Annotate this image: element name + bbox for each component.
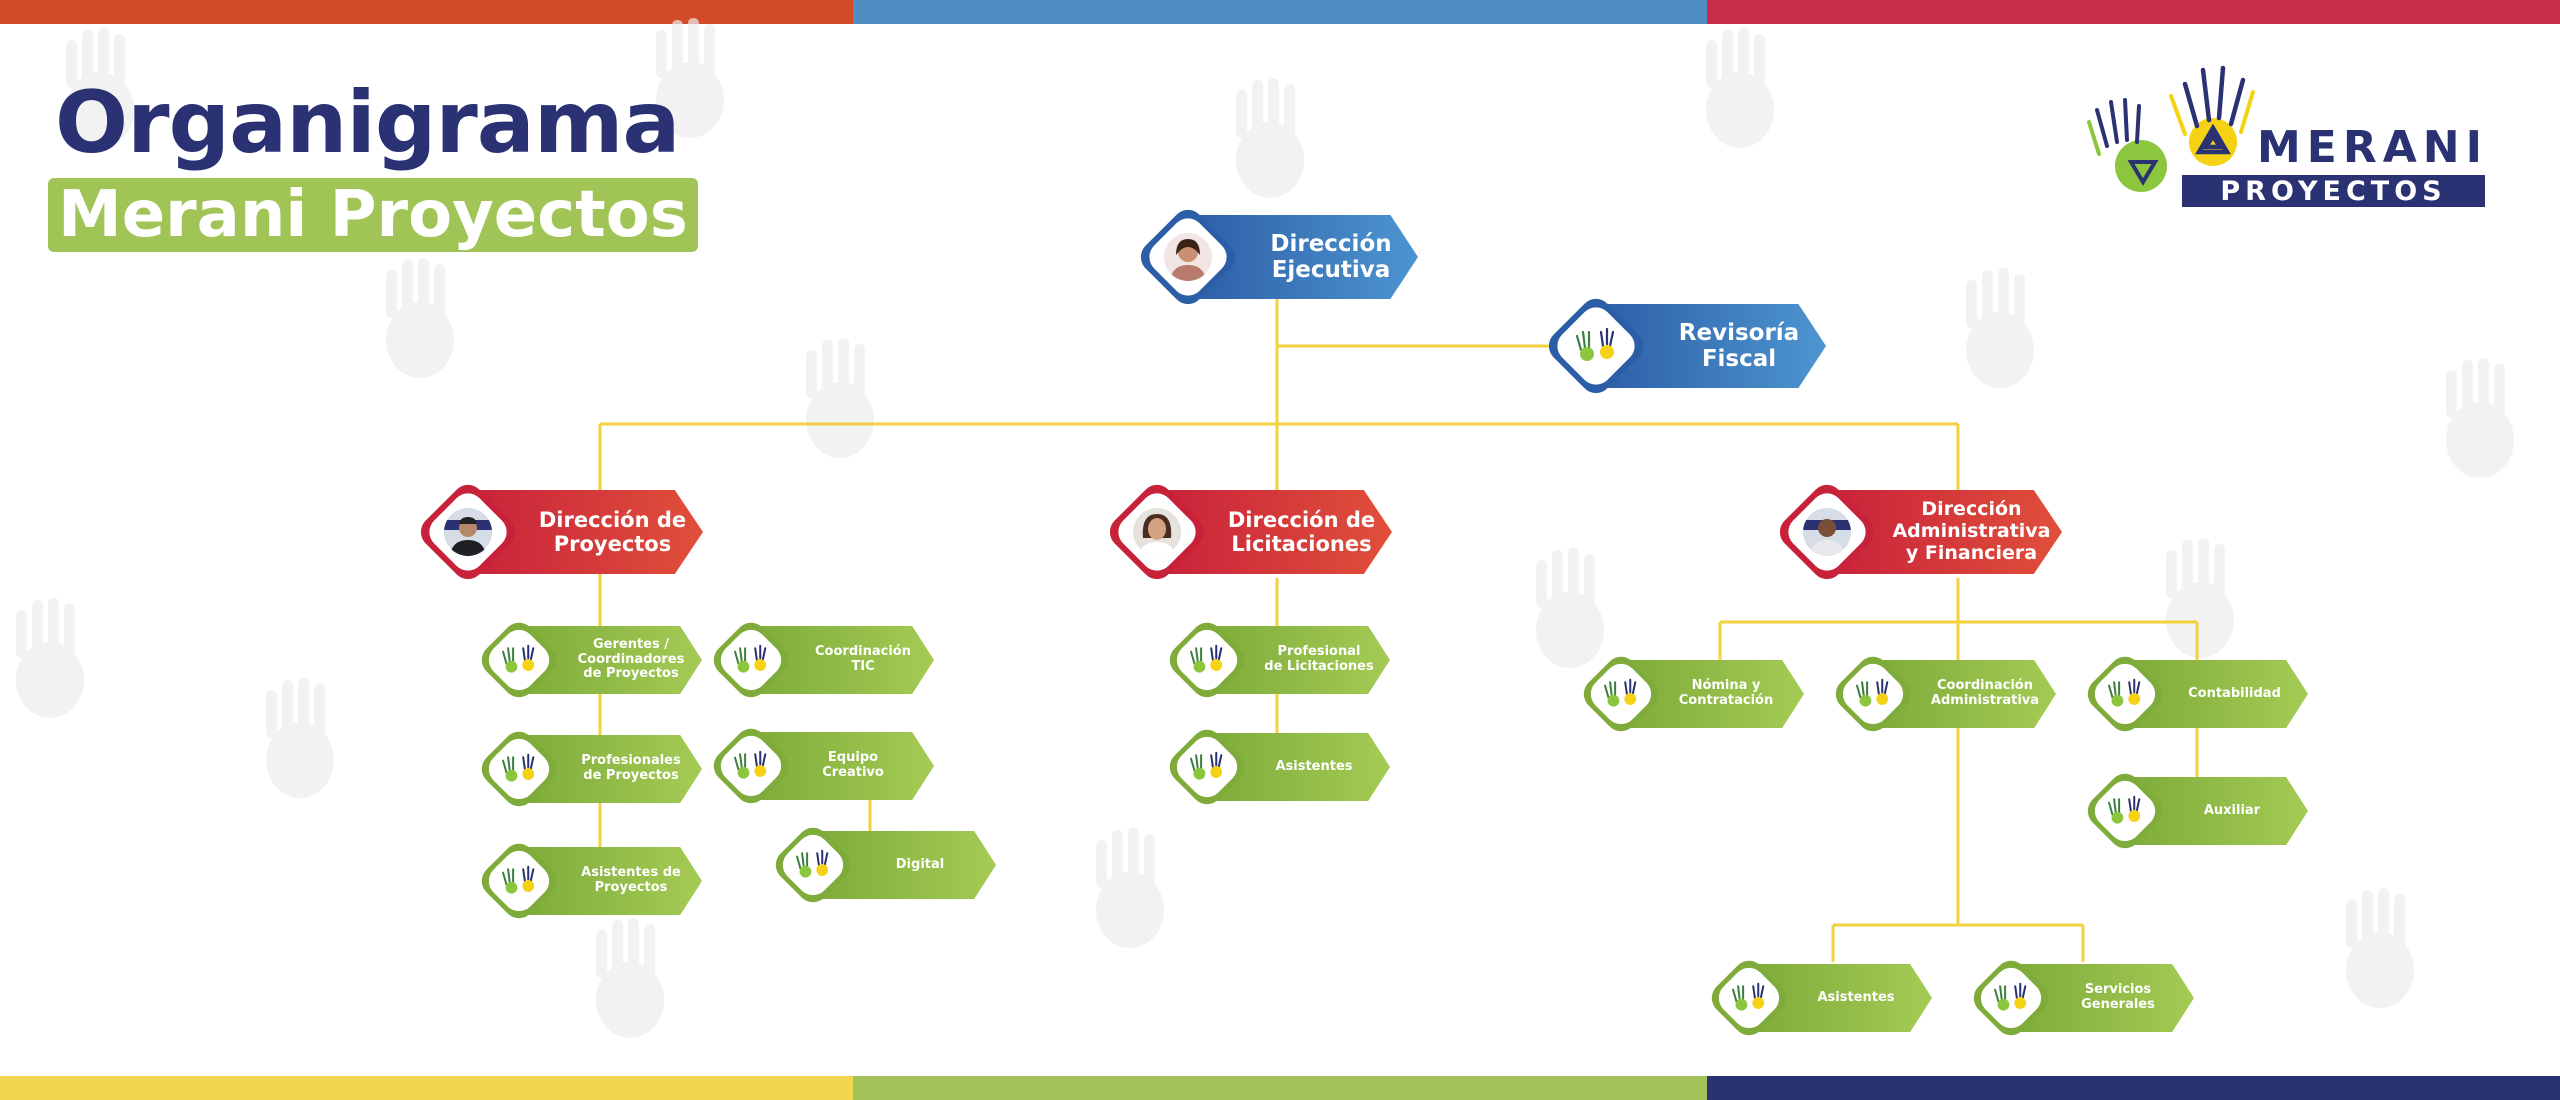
node-asistentes-proyectos: Asistentes de Proyectos <box>475 837 702 925</box>
page-subtitle: Merani Proyectos <box>48 178 698 252</box>
hands-icon <box>502 753 535 782</box>
hands-icon <box>502 644 535 673</box>
bottom-bar-green <box>853 1076 1707 1100</box>
hands-icon <box>1732 982 1765 1011</box>
hands-icon <box>2108 795 2141 824</box>
direccion-administrativa-label: Dirección Administrativa y Financiera <box>1892 498 2051 564</box>
asistentes-licitaciones-label: Asistentes <box>1275 758 1353 774</box>
node-asistentes-admin: Asistentes <box>1705 954 1932 1042</box>
node-equipo-creativo: Equipo Creativo <box>707 722 934 810</box>
node-profesionales-proyectos: Profesionales de Proyectos <box>475 725 702 813</box>
node-servicios-generales: Servicios Generales <box>1967 954 2194 1042</box>
top-bar-red <box>1706 0 2560 24</box>
node-nomina: Nómina y Contratación <box>1577 650 1804 738</box>
hands-icon <box>1575 327 1615 361</box>
merani-logo: MERANI PROYECTOS <box>2085 62 2495 212</box>
hands-icon <box>1190 644 1223 673</box>
hands-icon <box>1604 678 1637 707</box>
bottom-bar-yellow <box>0 1076 854 1100</box>
auxiliar-label: Auxiliar <box>2203 802 2261 818</box>
page-title: Organigrama <box>55 73 680 173</box>
hands-icon <box>502 865 535 894</box>
direccion-licitaciones-label: Dirección de Licitaciones <box>1227 507 1376 556</box>
node-direccion-proyectos: Dirección de Proyectos <box>414 478 703 586</box>
profesionales-proyectos-label: Profesionales de Proyectos <box>581 753 681 783</box>
revisoria-fiscal-label: Revisoría Fiscal <box>1678 319 1800 372</box>
bottom-color-bar <box>0 1076 2560 1100</box>
node-direccion-licitaciones: Dirección de Licitaciones <box>1103 478 1392 586</box>
avatar-direccion-proyectos <box>444 508 492 556</box>
top-color-bar <box>0 0 2560 24</box>
node-digital: Digital <box>769 821 996 909</box>
hands-icon <box>734 750 767 779</box>
node-coordinacion-tic: Coordinación TIC <box>707 616 934 704</box>
logo-word-merani: MERANI <box>2257 122 2488 173</box>
top-bar-blue <box>853 0 1707 24</box>
asistentes-admin-label: Asistentes <box>1817 989 1895 1005</box>
asistentes-proyectos-label: Asistentes de Proyectos <box>581 865 681 895</box>
profesional-licitaciones-label: Profesional de Licitaciones <box>1264 644 1374 674</box>
digital-label: Digital <box>895 856 945 872</box>
node-contabilidad: Contabilidad <box>2081 650 2308 738</box>
avatar-direccion-administrativa <box>1803 508 1851 556</box>
node-gerentes: Gerentes / Coordinadores de Proyectos <box>475 616 702 704</box>
node-direccion-administrativa: Dirección Administrativa y Financiera <box>1773 478 2062 586</box>
nomina-label: Nómina y Contratación <box>1678 678 1774 708</box>
top-bar-orange <box>0 0 854 24</box>
equipo-creativo-label: Equipo Creativo <box>822 750 884 780</box>
servicios-generales-label: Servicios Generales <box>2081 982 2155 1012</box>
contabilidad-label: Contabilidad <box>2188 685 2281 701</box>
coordinacion-administrativa-label: Coordinación Administrativa <box>1930 678 2040 708</box>
gerentes-label: Gerentes / Coordinadores de Proyectos <box>577 636 685 682</box>
logo-word-proyectos: PROYECTOS <box>2182 175 2485 207</box>
direccion-ejecutiva-label: Dirección Ejecutiva <box>1270 230 1392 283</box>
bottom-bar-navy <box>1706 1076 2560 1100</box>
node-direccion-ejecutiva: Dirección Ejecutiva <box>1134 203 1418 311</box>
node-asistentes-licitaciones: Asistentes <box>1163 723 1390 811</box>
hands-logo-icon <box>2087 65 2255 192</box>
node-auxiliar: Auxiliar <box>2081 767 2308 855</box>
hands-icon <box>2108 678 2141 707</box>
node-profesional-licitaciones: Profesional de Licitaciones <box>1163 616 1390 704</box>
hands-icon <box>734 644 767 673</box>
node-revisoria-fiscal: Revisoría Fiscal <box>1542 292 1826 400</box>
avatar-direccion-licitaciones <box>1133 508 1181 556</box>
direccion-proyectos-label: Dirección de Proyectos <box>538 507 687 556</box>
hands-icon <box>1856 678 1889 707</box>
hands-icon <box>1994 982 2027 1011</box>
avatar-direccion-ejecutiva <box>1164 233 1212 281</box>
hands-icon <box>1190 751 1223 780</box>
node-coordinacion-administrativa: Coordinación Administrativa <box>1829 650 2056 738</box>
coordinacion-tic-label: Coordinación TIC <box>815 644 911 674</box>
hands-icon <box>796 849 829 878</box>
